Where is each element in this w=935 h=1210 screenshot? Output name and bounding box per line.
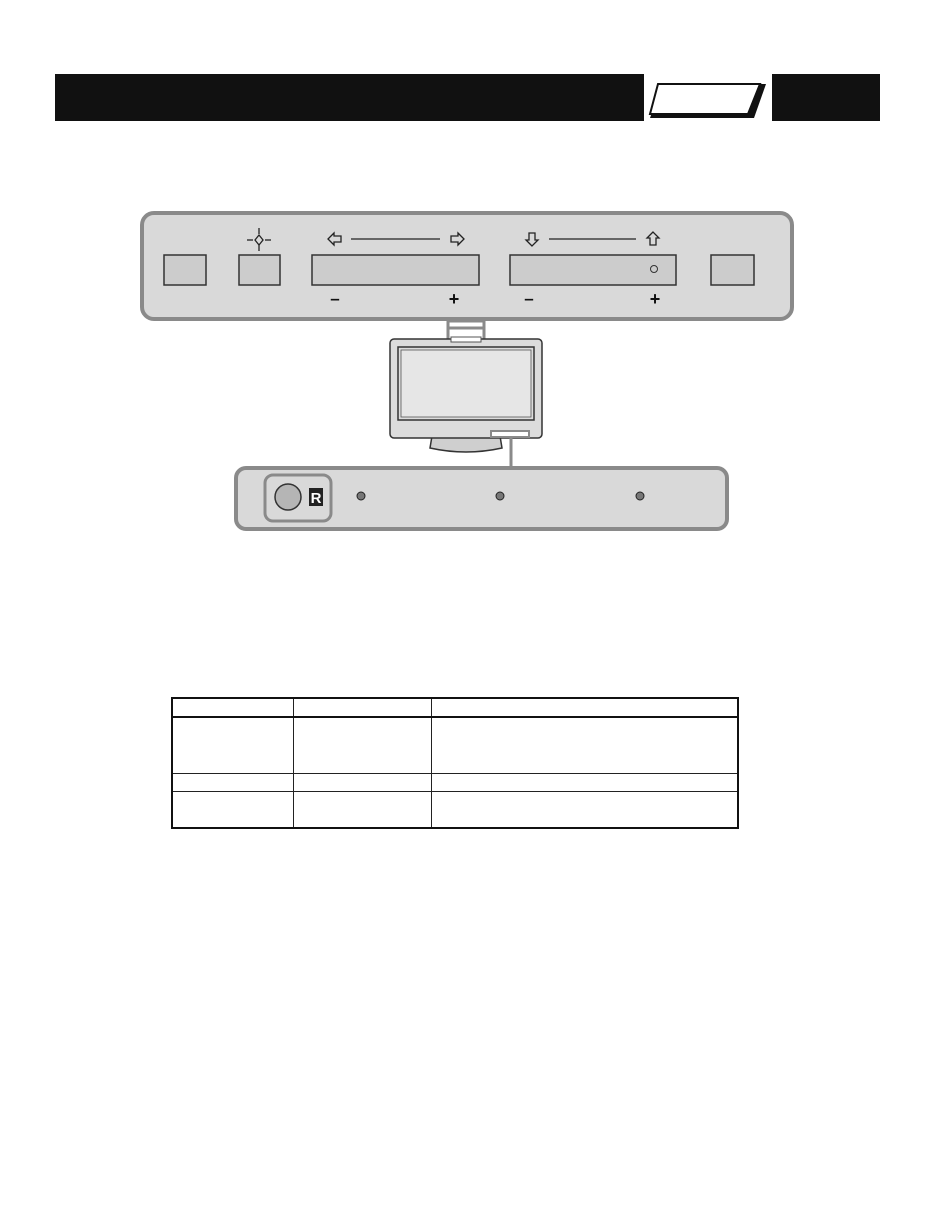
indicator-light-1 [356, 491, 366, 501]
table-cell [171, 773, 294, 792]
remote-sensor-icon [274, 483, 302, 511]
menu-button [710, 254, 755, 286]
arrow-left-icon [327, 231, 342, 247]
table-row [171, 791, 739, 829]
header-bar-left [55, 74, 644, 121]
left-plus-label: + [449, 289, 460, 309]
table-header-cell [171, 698, 294, 718]
table-cell [292, 773, 432, 792]
table-cell [292, 791, 432, 829]
indicator-light-3 [635, 491, 645, 501]
table-row [171, 717, 739, 774]
indicator-light-2 [495, 491, 505, 501]
arrow-up-icon [645, 231, 661, 246]
left-right-slider [311, 254, 480, 286]
monitor-illustration [389, 336, 543, 453]
remote-badge-icon [309, 488, 323, 506]
brightness-icon [247, 228, 271, 251]
table-cell [171, 717, 294, 774]
right-minus-label: – [524, 289, 533, 308]
table-row [171, 773, 739, 792]
table-header-row [171, 698, 739, 718]
arrow-down-icon [524, 232, 540, 247]
slider-dot-icon [650, 265, 658, 273]
table-cell [430, 717, 739, 774]
up-down-slider [509, 254, 677, 286]
table-cell [292, 717, 432, 774]
remote-badge-letter: R [311, 490, 322, 507]
right-plus-label: + [650, 289, 661, 309]
table-cell [430, 791, 739, 829]
table-header-cell [430, 698, 739, 718]
spec-table [171, 697, 739, 829]
arrow-right-icon [450, 231, 465, 247]
front-indicator-panel [234, 466, 729, 531]
left-minus-label: – [330, 289, 339, 308]
header-bar-right [772, 74, 880, 121]
monitor-diagram: – + – + R [140, 211, 794, 531]
table-header-cell [292, 698, 432, 718]
brightness-button [238, 254, 281, 286]
table-cell [430, 773, 739, 792]
header-tab [648, 83, 766, 118]
table-cell [171, 791, 294, 829]
power-button [163, 254, 207, 286]
